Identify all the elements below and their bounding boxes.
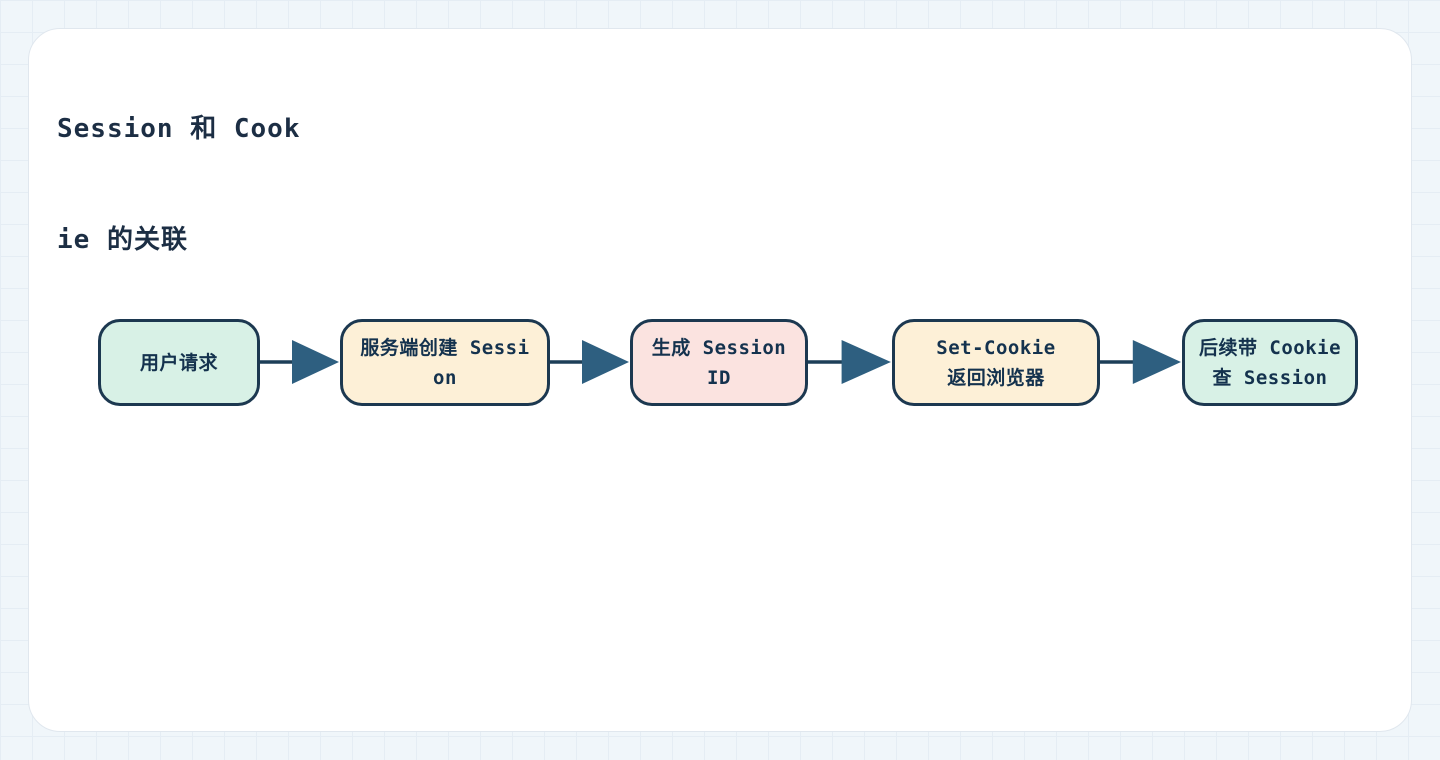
flow-node-server-create-session: 服务端创建 Sessi on bbox=[340, 319, 550, 406]
flow-node-set-cookie-return: Set-Cookie 返回浏览器 bbox=[892, 319, 1100, 406]
flow-node-label: 后续带 Cookie bbox=[1198, 336, 1342, 359]
flow-node-label: 生成 Session bbox=[651, 336, 787, 359]
flow-arrow bbox=[808, 337, 892, 387]
flow-node-label: on bbox=[433, 366, 457, 389]
flow-node-label: 用户请求 bbox=[139, 351, 218, 374]
flow-node-generate-session-id: 生成 Session ID bbox=[630, 319, 808, 406]
flow-node-label: 返回浏览器 bbox=[947, 366, 1045, 389]
flow-node-follow-up-cookie-query: 后续带 Cookie 查 Session bbox=[1182, 319, 1358, 406]
arrow-right-icon bbox=[260, 340, 339, 384]
flow-node-user-request: 用户请求 bbox=[98, 319, 260, 406]
arrow-right-icon bbox=[1100, 340, 1181, 384]
diagram-title-line: Session 和 Cook bbox=[57, 114, 301, 144]
flow-node-label: 服务端创建 Sessi bbox=[360, 336, 530, 359]
flow-arrow bbox=[260, 337, 340, 387]
arrow-right-icon bbox=[808, 340, 891, 384]
flow-node-label: 查 Session bbox=[1212, 366, 1328, 389]
flow-node-label: ID bbox=[707, 366, 731, 389]
flow-node-label: Set-Cookie bbox=[936, 336, 1056, 359]
diagram-title: Session 和 Cook ie 的关联 bbox=[57, 37, 301, 296]
flow-arrow bbox=[1100, 337, 1182, 387]
flow-arrow bbox=[550, 337, 630, 387]
arrow-right-icon bbox=[550, 340, 629, 384]
diagram-title-line: ie 的关联 bbox=[57, 225, 188, 255]
